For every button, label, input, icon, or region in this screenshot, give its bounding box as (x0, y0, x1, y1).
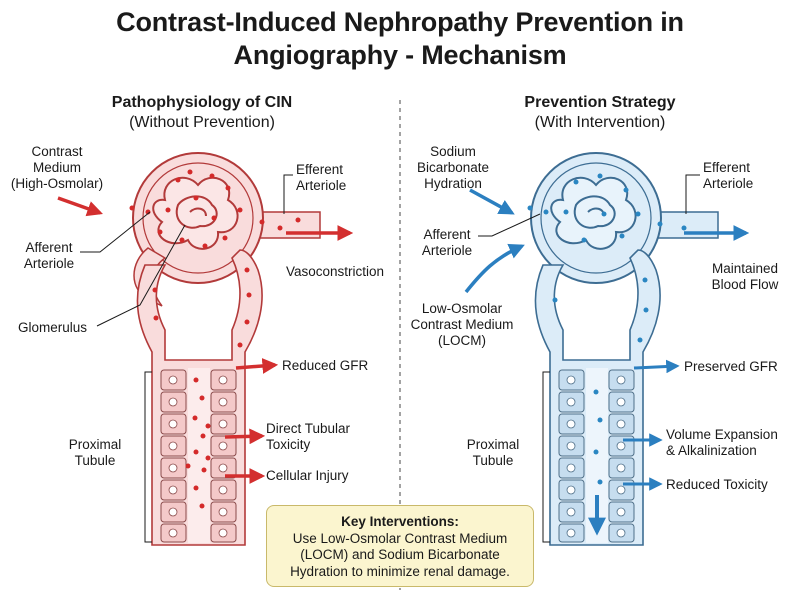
left-glomerulus-leader (96, 224, 186, 327)
title-line-2: Angiography - Mechanism (233, 40, 567, 70)
label-left-efferent: Efferent Arteriole (296, 162, 347, 193)
right-subheading-text: (With Intervention) (534, 114, 666, 131)
key-box-line-2: (LOCM) and Sodium Bicarbonate (300, 547, 500, 562)
label-tubular-toxicity: Direct Tubular Toxicity (266, 421, 351, 452)
right-locm-in-arrow (464, 243, 525, 294)
label-left-afferent: Afferent Arteriole (23, 240, 75, 271)
right-tubule-bracket (542, 371, 550, 543)
left-tubule-bracket (144, 371, 152, 543)
label-reduced-gfr: Reduced GFR (282, 358, 369, 373)
label-right-proximal: Proximal Tubule (466, 437, 520, 468)
label-right-afferent: Afferent Arteriole (421, 227, 473, 258)
left-panel-heading: Pathophysiology of CIN (Without Preventi… (52, 93, 352, 133)
label-maintained-flow: Maintained Blood Flow (711, 261, 779, 292)
title-line-1: Contrast-Induced Nephropathy Prevention … (116, 7, 684, 37)
label-volume-expansion: Volume Expansion & Alkalinization (666, 427, 778, 458)
right-heading-text: Prevention Strategy (524, 94, 676, 111)
left-contrast-in-arrow (57, 196, 103, 217)
label-left-proximal: Proximal Tubule (68, 437, 122, 468)
key-box-title: Key Interventions: (341, 514, 459, 529)
label-reduced-toxicity: Reduced Toxicity (666, 477, 768, 492)
right-glomerulus-tuft (550, 176, 637, 250)
left-afferent-leader (80, 211, 151, 253)
label-cellular-injury: Cellular Injury (266, 468, 349, 483)
left-heading-text: Pathophysiology of CIN (111, 94, 293, 111)
right-contrast-particles (527, 173, 687, 485)
left-contrast-particles (129, 169, 301, 509)
label-preserved-gfr: Preserved GFR (684, 359, 778, 374)
left-nephron (57, 152, 354, 546)
right-gfr-arrow (633, 359, 680, 374)
label-contrast-medium: Contrast Medium (High-Osmolar) (10, 144, 104, 191)
label-right-efferent: Efferent Arteriole (703, 160, 754, 191)
left-efferent-leader (283, 174, 293, 214)
page-title: Contrast-Induced Nephropathy Prevention … (0, 6, 800, 72)
left-toxicity-arrow (224, 428, 266, 445)
right-bicarb-in-arrow (469, 188, 515, 215)
key-box-line-1: Use Low-Osmolar Contrast Medium (292, 530, 508, 546)
right-afferent-leader (478, 213, 541, 237)
right-panel-heading: Prevention Strategy (With Intervention) (450, 93, 750, 133)
label-bicarbonate: Sodium Bicarbonate Hydration (416, 144, 490, 191)
right-nephron (464, 152, 750, 546)
label-vasoconstriction: Vasoconstriction (286, 264, 385, 279)
left-gfr-arrow (235, 358, 279, 374)
label-locm: Low-Osmolar Contrast Medium (LOCM) (410, 301, 514, 348)
right-efferent-leader (685, 174, 700, 214)
label-glomerulus: Glomerulus (18, 320, 88, 335)
key-interventions-box: Key Interventions: Use Low-Osmolar Contr… (266, 505, 534, 587)
key-box-line-3: Hydration to minimize renal damage. (290, 563, 510, 579)
left-subheading-text: (Without Prevention) (129, 114, 275, 131)
